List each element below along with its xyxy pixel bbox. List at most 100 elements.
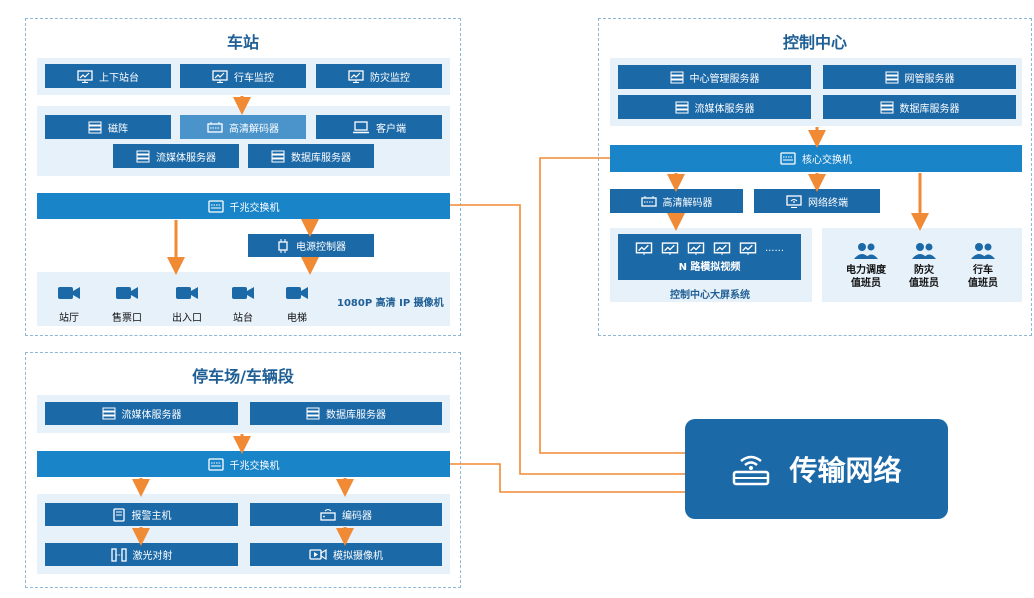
box-station-stream-server-label: 流媒体服务器 bbox=[156, 152, 216, 164]
box-netmgmt-server-label: 网管服务器 bbox=[904, 73, 955, 85]
server-icon bbox=[670, 71, 684, 84]
laptop-icon bbox=[352, 120, 370, 134]
box-platform-label: 上下站台 bbox=[99, 72, 139, 84]
router-icon bbox=[731, 451, 771, 487]
box-analog-camera: 模拟摄像机 bbox=[250, 543, 442, 566]
camera-entrance-label: 出入口 bbox=[172, 313, 202, 324]
box-disk-array-label: 磁阵 bbox=[108, 123, 128, 135]
camera-ticket-label: 售票口 bbox=[112, 313, 142, 324]
camera-icon bbox=[56, 284, 82, 302]
server-icon bbox=[885, 71, 899, 84]
box-alarm-host-label: 报警主机 bbox=[131, 511, 172, 522]
screen-caption: 控制中心大屏系统 bbox=[670, 290, 750, 301]
box-encoder: 编码器 bbox=[250, 503, 442, 526]
station-panel: 车站 bbox=[25, 18, 461, 336]
server-icon bbox=[88, 121, 102, 134]
monitor-row: ...... bbox=[635, 241, 785, 256]
duty-power: 电力调度 值班员 bbox=[831, 242, 901, 290]
box-station-stream-server: 流媒体服务器 bbox=[113, 144, 239, 168]
camera-hall: 站厅 bbox=[44, 284, 94, 324]
monitor-icon bbox=[348, 69, 364, 83]
people-icon bbox=[853, 242, 879, 260]
camera-hall-label: 站厅 bbox=[59, 313, 79, 324]
duty-disaster: 防灾 值班员 bbox=[889, 242, 959, 290]
video-bar-label: N 路模拟视频 bbox=[678, 261, 741, 273]
depot-title: 停车场/车辆段 bbox=[192, 367, 294, 386]
box-laser-beam: 激光对射 bbox=[45, 543, 238, 566]
monitor-dots: ...... bbox=[764, 243, 785, 254]
monitor-icon bbox=[687, 241, 705, 256]
link-control-network bbox=[539, 157, 685, 454]
duty-traffic-label: 行车 值班员 bbox=[968, 265, 998, 289]
video-camera-icon bbox=[309, 548, 327, 561]
box-netmgmt-server: 网管服务器 bbox=[823, 65, 1016, 89]
box-hd-decoder: 高清解码器 bbox=[180, 115, 306, 139]
box-alarm-host: 报警主机 bbox=[45, 503, 238, 526]
camera-icon bbox=[114, 284, 140, 302]
server-icon bbox=[102, 407, 116, 420]
decoder-icon bbox=[640, 195, 657, 207]
decoder-icon bbox=[207, 121, 223, 133]
video-wall-monitors: ...... N 路模拟视频 bbox=[618, 234, 801, 280]
duty-traffic: 行车 值班员 bbox=[948, 242, 1018, 290]
camera-platform: 站台 bbox=[218, 284, 268, 324]
camera-ticket: 售票口 bbox=[102, 284, 152, 324]
box-client-label: 客户端 bbox=[376, 123, 406, 135]
box-control-decoder-label: 高清解码器 bbox=[662, 197, 713, 209]
control-title: 控制中心 bbox=[782, 33, 847, 52]
alarm-icon bbox=[112, 507, 126, 522]
box-control-stream-server: 流媒体服务器 bbox=[618, 95, 811, 119]
link-depot-network bbox=[450, 463, 685, 493]
box-train-monitor: 行车监控 bbox=[180, 64, 306, 88]
switch-icon bbox=[780, 152, 796, 165]
server-icon bbox=[306, 407, 320, 420]
box-client: 客户端 bbox=[316, 115, 442, 139]
box-train-monitor-label: 行车监控 bbox=[234, 72, 274, 84]
core-switch: 核心交换机 bbox=[610, 145, 1022, 172]
box-disaster-monitor-label: 防灾监控 bbox=[370, 72, 410, 84]
camera-caption: 1080P 高清 IP 摄像机 bbox=[337, 298, 444, 309]
box-disaster-monitor: 防灾监控 bbox=[316, 64, 442, 88]
box-depot-db-server: 数据库服务器 bbox=[250, 402, 442, 425]
core-switch-label: 核心交换机 bbox=[802, 155, 852, 166]
transmission-network: 传输网络 bbox=[685, 419, 948, 519]
laser-icon bbox=[110, 547, 127, 562]
chip-icon bbox=[276, 238, 290, 253]
box-power-controller-label: 电源控制器 bbox=[296, 242, 346, 253]
box-control-decoder: 高清解码器 bbox=[610, 189, 743, 213]
switch-icon bbox=[207, 199, 224, 213]
monitor-icon bbox=[212, 69, 228, 83]
box-center-mgmt-server-label: 中心管理服务器 bbox=[689, 73, 760, 85]
server-icon bbox=[136, 150, 150, 163]
camera-icon bbox=[284, 284, 310, 302]
box-station-db-server: 数据库服务器 bbox=[248, 144, 374, 168]
box-platform: 上下站台 bbox=[45, 64, 171, 88]
control-panel: 控制中心 bbox=[598, 18, 1032, 336]
server-icon bbox=[271, 150, 285, 163]
box-control-db-server-label: 数据库服务器 bbox=[899, 103, 960, 115]
encoder-icon bbox=[320, 508, 336, 521]
station-gigabit-switch-label: 千兆交换机 bbox=[229, 202, 280, 214]
duty-disaster-label: 防灾 值班员 bbox=[909, 265, 939, 289]
server-icon bbox=[880, 101, 894, 114]
monitor-icon bbox=[713, 241, 731, 256]
monitor-icon bbox=[661, 241, 679, 256]
camera-icon bbox=[174, 284, 200, 302]
control-zone-duty bbox=[822, 228, 1022, 302]
camera-elevator: 电梯 bbox=[272, 284, 322, 324]
box-power-controller: 电源控制器 bbox=[248, 234, 374, 257]
terminal-icon bbox=[786, 194, 802, 208]
duty-power-label: 电力调度 值班员 bbox=[846, 265, 886, 289]
depot-gigabit-switch: 千兆交换机 bbox=[37, 451, 450, 477]
depot-panel: 停车场/车辆段 bbox=[25, 352, 461, 588]
box-laser-beam-label: 激光对射 bbox=[132, 551, 173, 562]
box-network-terminal: 网络终端 bbox=[754, 189, 880, 213]
monitor-icon bbox=[739, 241, 757, 256]
box-network-terminal-label: 网络终端 bbox=[808, 197, 848, 209]
box-station-db-server-label: 数据库服务器 bbox=[291, 152, 351, 164]
box-control-stream-server-label: 流媒体服务器 bbox=[694, 103, 755, 115]
camera-entrance: 出入口 bbox=[162, 284, 212, 324]
camera-platform-label: 站台 bbox=[233, 313, 253, 324]
depot-gigabit-switch-label: 千兆交换机 bbox=[229, 460, 280, 472]
camera-elevator-label: 电梯 bbox=[287, 313, 307, 324]
